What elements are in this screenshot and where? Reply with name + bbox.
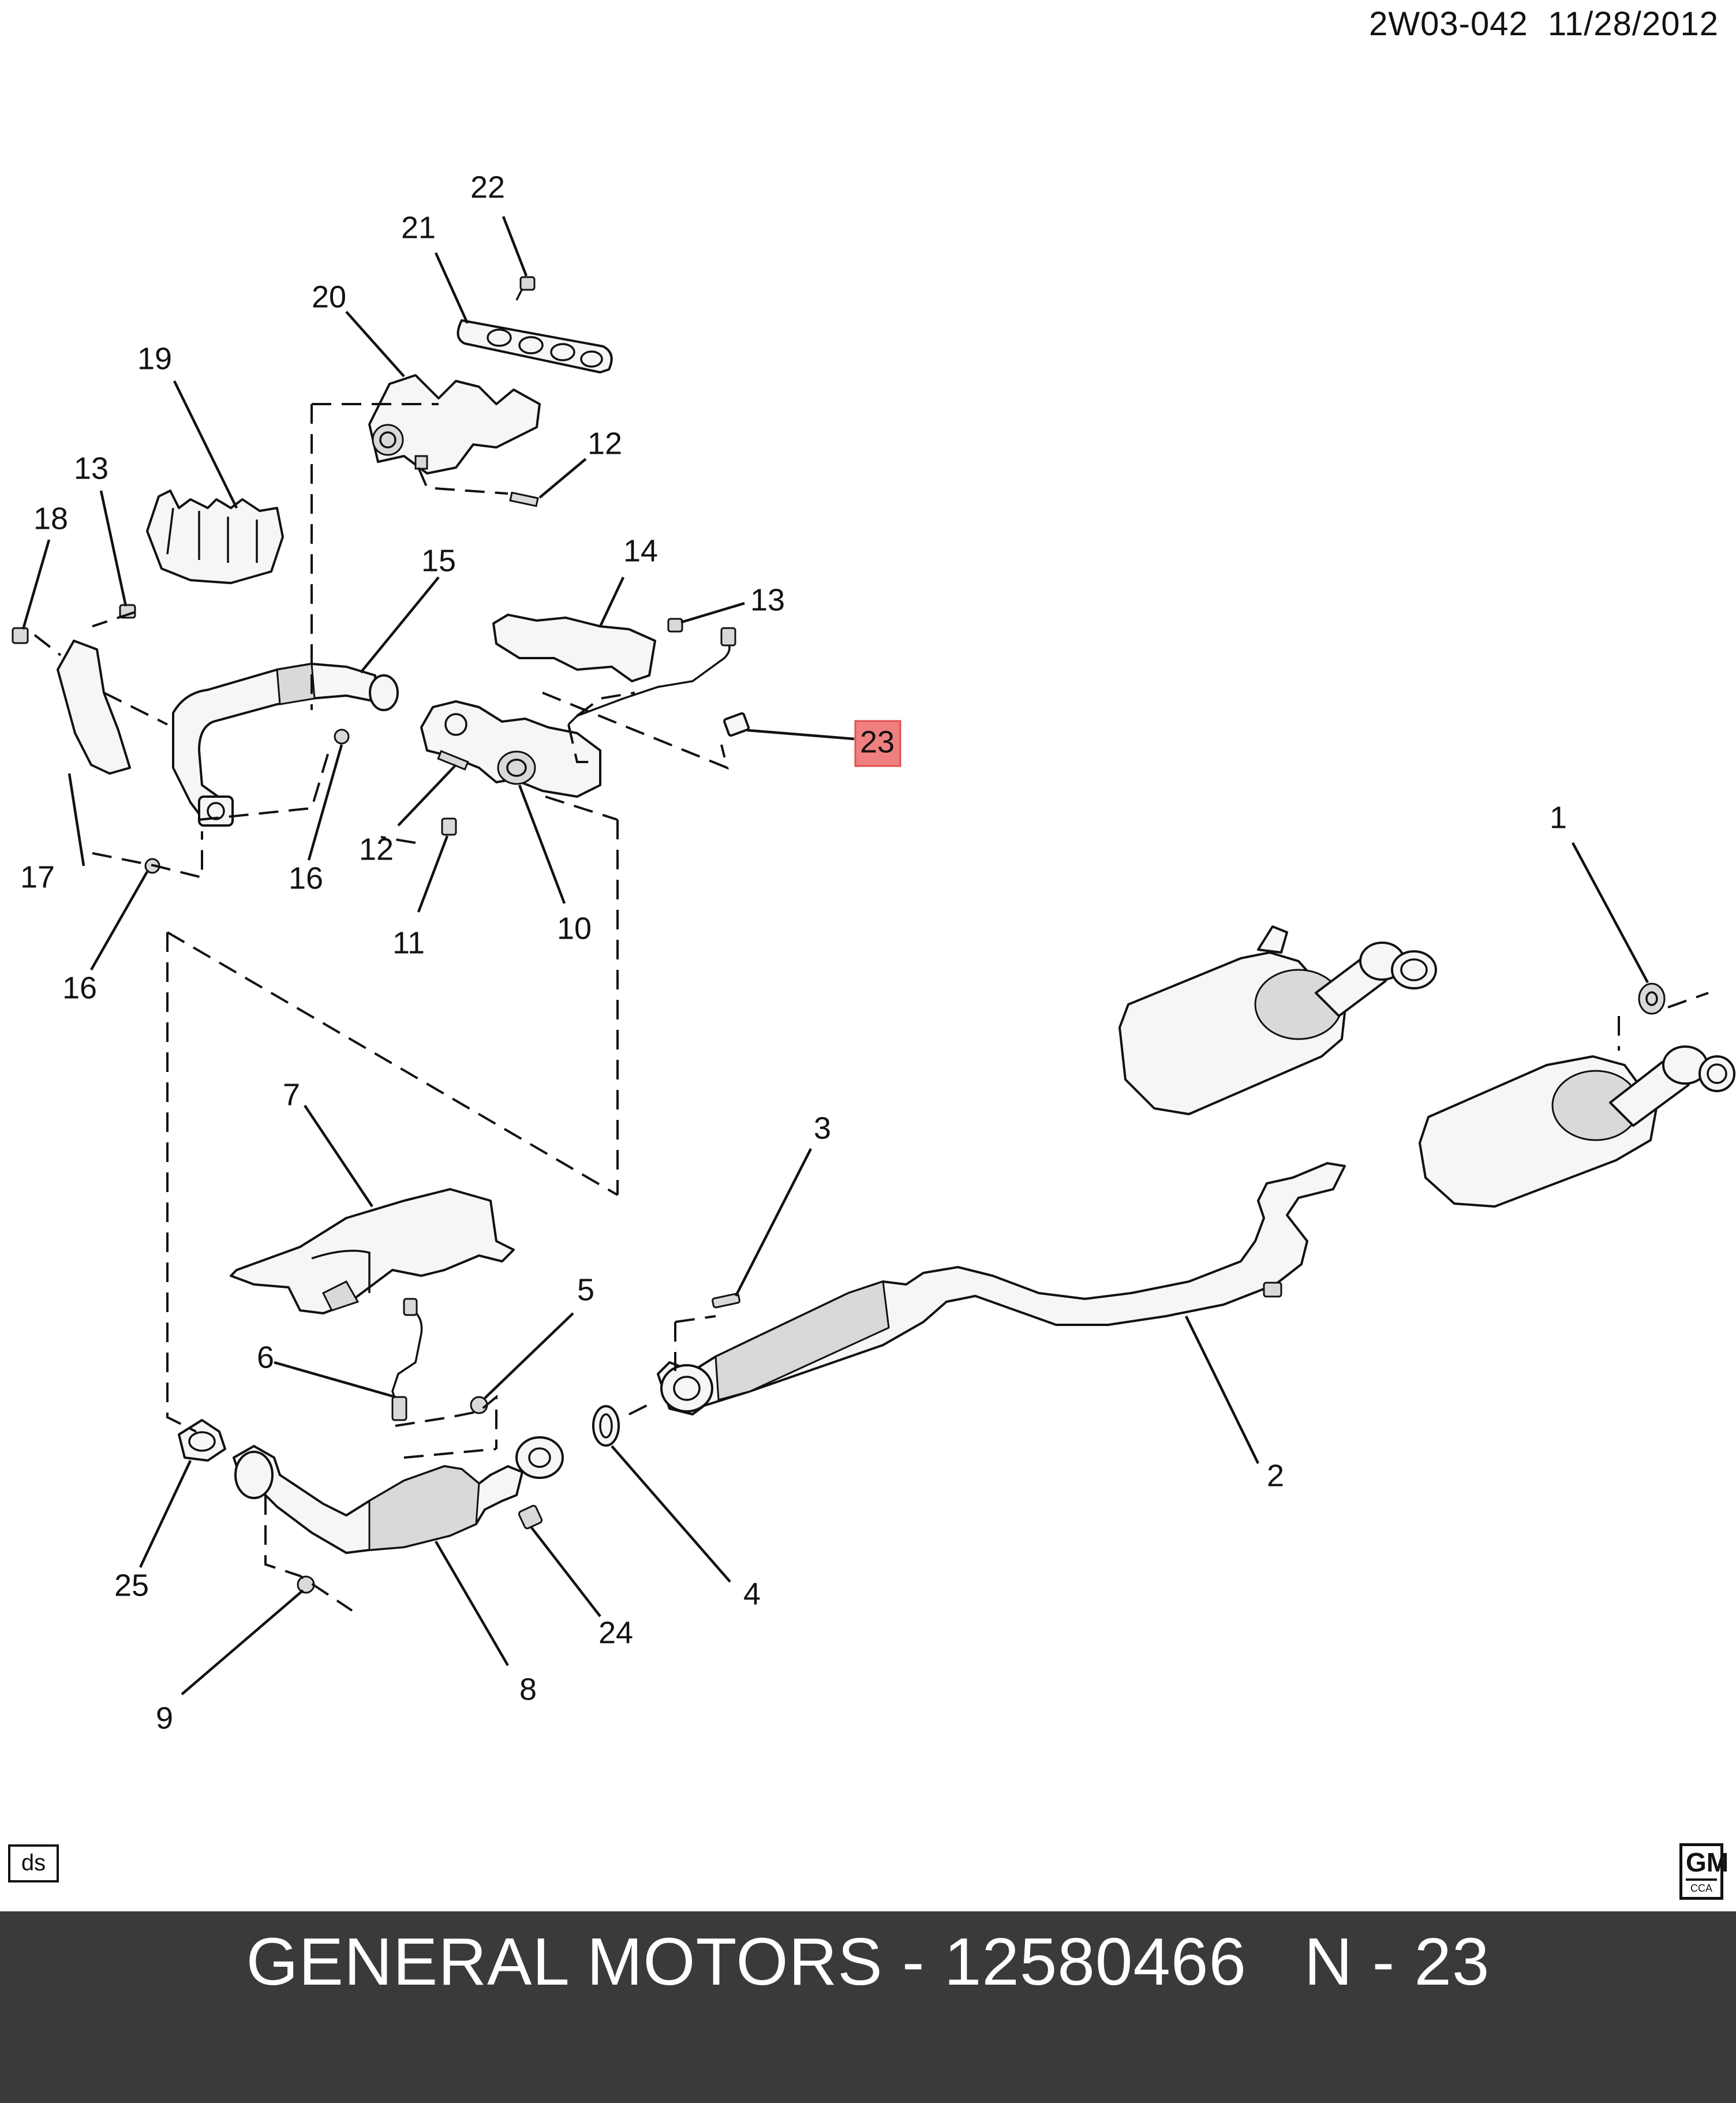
manifold-gasket-part [457, 319, 613, 373]
callout-7: 7 [283, 1077, 300, 1112]
callout-6: 6 [257, 1340, 274, 1374]
callout-18: 18 [33, 501, 68, 536]
crossover-pipe-part [172, 663, 399, 827]
callout-13-right: 13 [750, 582, 785, 617]
gm-logo-subtext: CCA [1690, 1882, 1712, 1894]
bolt-18-part [12, 627, 29, 644]
hanger-insulator-1-part [1638, 983, 1666, 1015]
footer-banner: GENERAL MOTORS - 12580466 N - 23 [0, 1911, 1736, 2103]
callout-22: 22 [470, 170, 505, 204]
oxygen-sensor-part [567, 627, 750, 737]
ds-label: ds [21, 1850, 46, 1876]
callout-leaders [21, 216, 1649, 1695]
reference-lines [33, 403, 1709, 1612]
seal-ring-4-part [592, 1405, 620, 1447]
callout-highlight [854, 720, 901, 767]
stud-12-lower-part [437, 750, 469, 771]
bolt-13-right-part [667, 618, 683, 633]
callout-23: 23 [860, 724, 895, 759]
doc-id-number: 2W03-042 [1369, 5, 1528, 43]
callout-15: 15 [421, 543, 456, 578]
callout-12-top: 12 [588, 426, 622, 461]
callout-2: 2 [1267, 1458, 1284, 1493]
callout-21: 21 [401, 210, 436, 245]
footer-title: GENERAL MOTORS - 12580466 N - 23 [246, 1924, 1490, 1999]
callout-13-left: 13 [74, 451, 108, 485]
exhaust-manifold-right-part [420, 700, 601, 798]
callout-11: 11 [392, 925, 425, 960]
doc-date: 11/28/2012 [1548, 5, 1719, 43]
callout-labels: 22 21 20 19 12 13 18 14 13 15 23 17 16 1… [20, 170, 1567, 1735]
bolt-22-part [515, 276, 536, 301]
callout-25: 25 [114, 1568, 149, 1603]
catalytic-converter-part [233, 1436, 564, 1554]
callout-8: 8 [519, 1672, 537, 1706]
document-id: 2W03-042 11/28/2012 [1369, 5, 1719, 43]
right-manifold-heat-shield-part [492, 614, 656, 682]
intermediate-pipe-resonator-part [657, 1162, 1346, 1415]
exhaust-manifold-left-part [368, 374, 541, 475]
callout-1: 1 [1550, 800, 1567, 835]
right-muffler-part [1419, 1045, 1735, 1208]
pipe-heat-shield-part [57, 640, 131, 775]
left-muffler-part [1118, 925, 1437, 1115]
callout-16-upper: 16 [289, 861, 323, 895]
ds-label-box: ds [8, 1844, 59, 1882]
callout-19: 19 [137, 341, 172, 376]
gm-logo-text: GM [1686, 1846, 1728, 1881]
clip-24-part [518, 1504, 543, 1530]
callout-24: 24 [598, 1615, 633, 1650]
callout-16-lower: 16 [62, 970, 97, 1005]
callout-20: 20 [312, 279, 346, 314]
callout-5: 5 [577, 1272, 594, 1307]
gm-logo: GM CCA [1679, 1843, 1728, 1900]
bolt-11-part [441, 817, 457, 836]
stud-12-top-part [509, 491, 539, 507]
callout-3: 3 [814, 1111, 831, 1145]
bolt-3-part [712, 1293, 740, 1309]
front-oxygen-sensor-part [391, 1298, 423, 1421]
flange-gasket-25-part [178, 1419, 226, 1462]
exhaust-parts-diagram: 22 21 20 19 12 13 18 14 13 15 23 17 16 1… [12, 170, 1735, 1735]
callout-12-lower: 12 [359, 832, 394, 866]
callout-10: 10 [557, 911, 592, 946]
callout-9: 9 [156, 1701, 173, 1735]
nut-5-part [470, 1396, 488, 1414]
callout-14: 14 [623, 533, 658, 568]
callout-17: 17 [20, 860, 55, 894]
callout-4: 4 [743, 1577, 761, 1611]
nut-16-upper-part [334, 729, 350, 745]
catalytic-converter-heat-shield-part [230, 1188, 515, 1314]
manifold-heat-shield-part [146, 490, 284, 584]
